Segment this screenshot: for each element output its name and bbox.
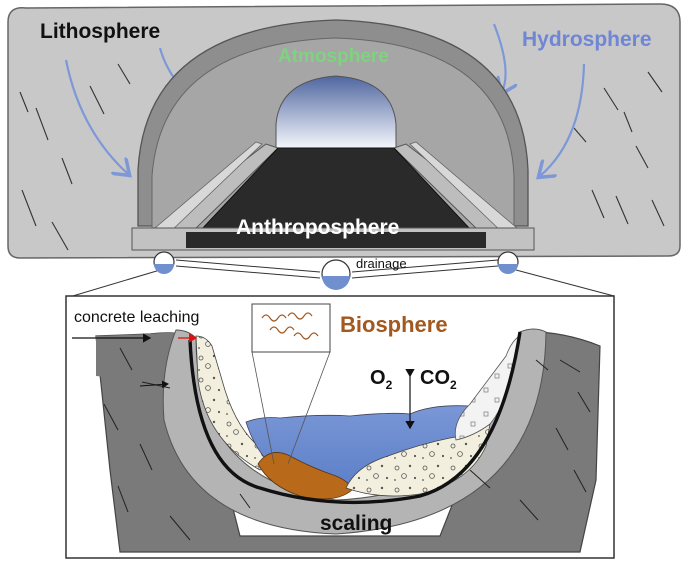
drainage-pipe-left — [153, 251, 175, 274]
label-atmosphere: Atmosphere — [278, 46, 389, 67]
rock-cracks-bottom — [103, 347, 591, 541]
label-anthroposphere: Anthroposphere — [236, 216, 399, 239]
microorganism-inset — [251, 303, 331, 353]
label-drainage: drainage — [356, 256, 407, 271]
drainage-pipe-center — [321, 259, 351, 290]
label-hydrosphere: Hydrosphere — [522, 28, 652, 51]
drainage-link — [65, 259, 615, 299]
label-lithosphere: Lithosphere — [40, 20, 160, 43]
microorganism-icon — [261, 312, 319, 340]
inset-leader-right — [287, 351, 331, 465]
label-o2: O2 — [370, 367, 393, 392]
tunnel-portal-opening — [275, 75, 397, 149]
leaching-arrow-inner — [139, 380, 169, 389]
label-biosphere: Biosphere — [340, 312, 448, 337]
label-concrete-leaching: concrete leaching — [74, 309, 199, 326]
drainage-pipe-right — [497, 251, 519, 274]
inset-leader-left — [251, 351, 275, 465]
label-co2: CO2 — [420, 367, 457, 392]
rock-cracks-top — [19, 63, 665, 251]
biofilm-deposit — [257, 452, 353, 500]
invert-lining-line — [188, 331, 522, 505]
label-scaling: scaling — [320, 512, 392, 535]
